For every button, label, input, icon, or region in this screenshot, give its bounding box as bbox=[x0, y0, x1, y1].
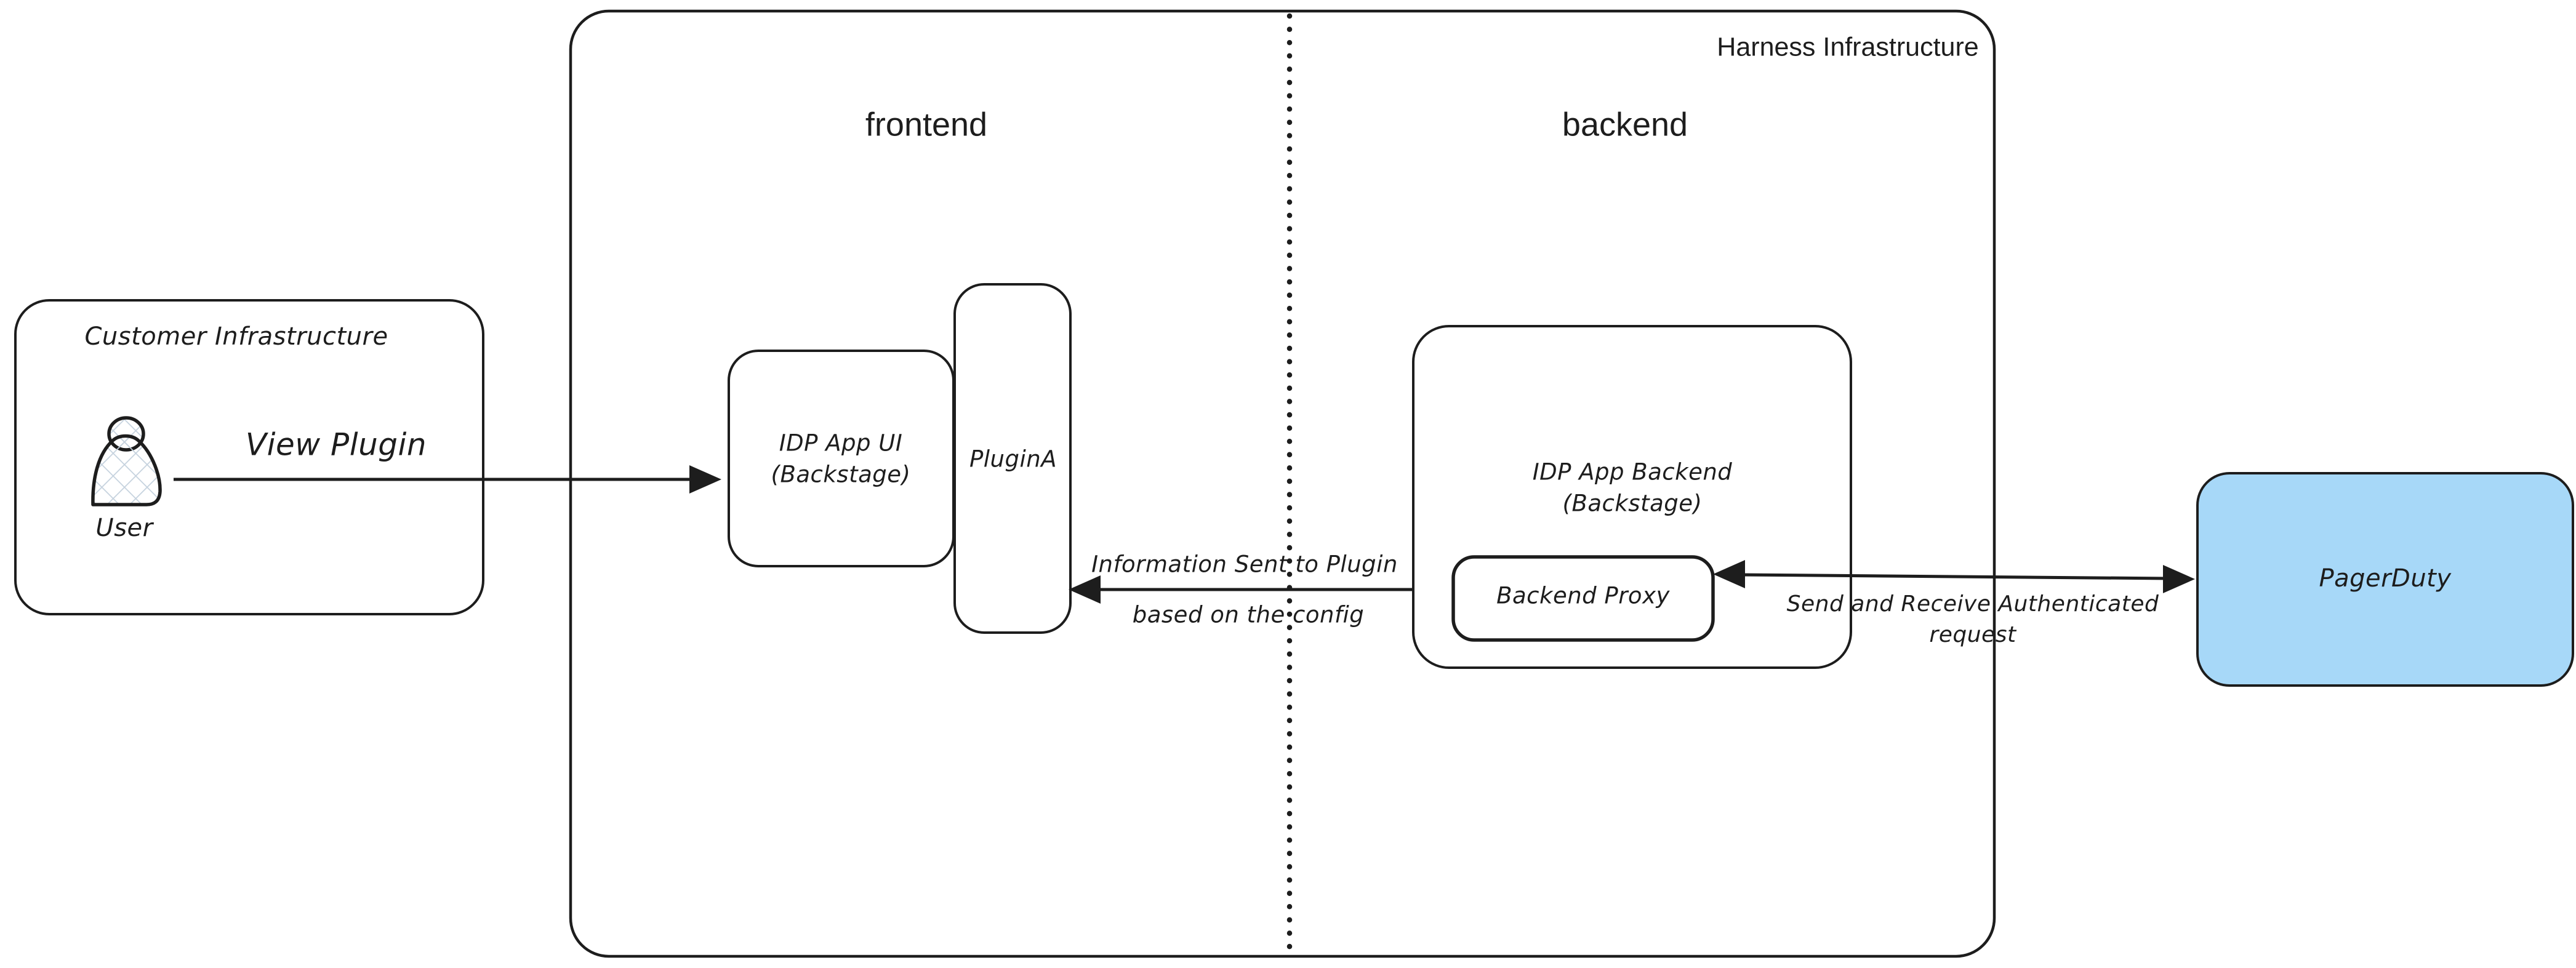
backend-proxy-label: Backend Proxy bbox=[1496, 582, 1670, 609]
harness-infrastructure-title: Harness Infrastructure bbox=[1717, 32, 1979, 62]
plugin-a-label: PluginA bbox=[969, 446, 1057, 473]
info-sent-label-line1: Information Sent to Plugin bbox=[1091, 551, 1398, 578]
backend-proxy-box bbox=[1451, 555, 1715, 642]
customer-infrastructure-box bbox=[14, 299, 484, 615]
frontend-zone-label: frontend bbox=[865, 106, 988, 143]
auth-request-label-line2: request bbox=[1929, 622, 2016, 648]
auth-request-arrow-line bbox=[1740, 573, 2170, 580]
auth-request-right-arrowhead-icon bbox=[2163, 565, 2195, 593]
view-plugin-arrow-label: View Plugin bbox=[245, 426, 427, 463]
pagerduty-label: PagerDuty bbox=[2319, 564, 2452, 593]
info-sent-arrowhead-icon bbox=[1069, 575, 1101, 604]
idp-app-backend-label-line2: (Backstage) bbox=[1562, 490, 1703, 517]
idp-app-ui-label-line1: IDP App UI bbox=[779, 430, 903, 457]
info-sent-label-line2: based on the config bbox=[1132, 601, 1365, 628]
idp-app-backend-label-line1: IDP App Backend bbox=[1532, 458, 1733, 486]
user-label: User bbox=[95, 514, 153, 542]
idp-app-ui-box bbox=[728, 350, 955, 567]
user-icon-body bbox=[91, 434, 162, 506]
pagerduty-box bbox=[2196, 472, 2574, 687]
auth-request-label-line1: Send and Receive Authenticated bbox=[1786, 591, 2159, 617]
plugin-a-box bbox=[953, 283, 1072, 634]
view-plugin-arrowhead-icon bbox=[689, 465, 721, 494]
idp-app-ui-label-line2: (Backstage) bbox=[771, 461, 911, 488]
backend-zone-label: backend bbox=[1562, 106, 1688, 143]
idp-app-backend-box bbox=[1412, 325, 1852, 669]
harness-infrastructure-box bbox=[569, 9, 1996, 958]
auth-request-left-arrowhead-icon bbox=[1713, 560, 1745, 588]
customer-infrastructure-title: Customer Infrastructure bbox=[84, 322, 388, 351]
